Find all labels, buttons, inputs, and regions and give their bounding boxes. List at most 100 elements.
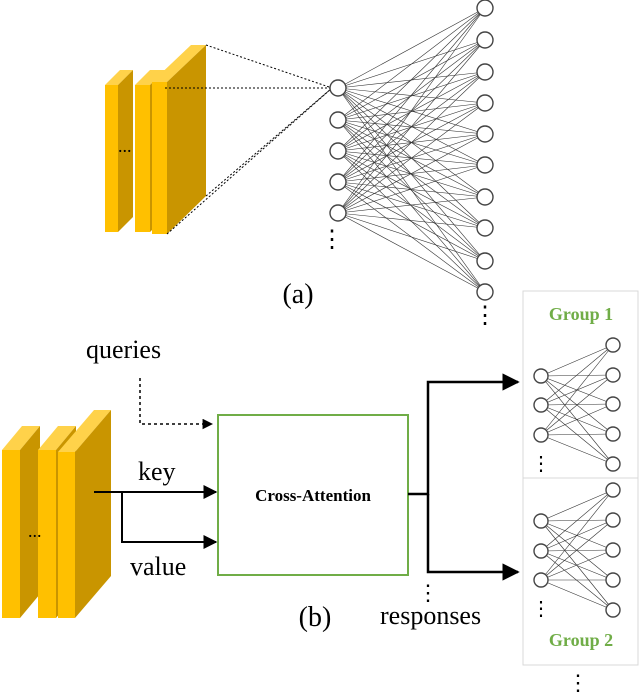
- fc-a-edge: [337, 7, 486, 152]
- group-2-left-node: [533, 543, 549, 559]
- group-2-title: Group 2: [549, 630, 613, 650]
- fc-a-edge: [337, 87, 486, 293]
- group-1-edge: [540, 433, 614, 436]
- group-1-right-node: [605, 337, 621, 353]
- group-1-left-node: [533, 368, 549, 384]
- fc-a-left-node: [329, 111, 347, 129]
- group-1-edge: [540, 403, 614, 406]
- group-1-edge: [540, 344, 614, 436]
- value-label: value: [130, 552, 186, 581]
- queries-arrow: [139, 378, 214, 430]
- group-2-edges: [540, 489, 614, 611]
- feature-map-stack-a: ...: [105, 45, 206, 234]
- group-1-edge: [540, 434, 614, 465]
- group-1-edges: [540, 344, 614, 465]
- panel-a: ... ⋮ ⋮ (a): [105, 0, 497, 329]
- group-2-left-node: [533, 513, 549, 529]
- fc-a-edge: [337, 164, 486, 214]
- group-2-box: [522, 477, 639, 666]
- fc-a-right-node: [476, 188, 494, 206]
- fc-a-right-node: [476, 31, 494, 49]
- fc-a-right-node: [476, 94, 494, 112]
- fc-a-edge: [337, 212, 486, 229]
- fc-a-edge: [337, 181, 486, 262]
- fc-a-edge: [337, 196, 486, 214]
- group-1-right-node: [605, 396, 621, 412]
- projection-lines-a: [165, 44, 333, 235]
- group-2-edge: [540, 579, 614, 611]
- group-1-title: Group 1: [549, 304, 613, 324]
- fc-a-edge: [337, 7, 486, 183]
- feature-map-b1: [2, 426, 40, 618]
- group-1-edge: [540, 403, 614, 436]
- fc-a-edge: [337, 71, 486, 183]
- right-layer-ellipsis-a: ⋮: [473, 303, 497, 329]
- feature-map-b3: [58, 410, 111, 618]
- group-1-ellipsis: ⋮: [531, 453, 551, 475]
- fc-a-edge: [337, 133, 486, 214]
- group-1-box: [522, 290, 639, 479]
- group-1-edge: [540, 344, 614, 377]
- fc-a-left-node: [329, 173, 347, 191]
- group-2-edge: [540, 519, 614, 581]
- fc-a-edge: [337, 71, 486, 152]
- group-2-edge: [540, 489, 614, 581]
- feature-map-a1: [105, 70, 133, 232]
- fc-a-edge: [337, 7, 486, 121]
- group-2-edge: [540, 519, 614, 552]
- group-2-edge: [540, 489, 614, 552]
- fc-a-edge: [337, 212, 486, 293]
- fc-a-edge: [337, 181, 486, 198]
- cross-attention-label: Cross-Attention: [255, 486, 371, 505]
- fc-a-edge: [337, 87, 486, 262]
- group-2-nodes: [533, 482, 621, 618]
- group-2-left-node: [533, 572, 549, 588]
- fc-a-edge: [337, 39, 486, 152]
- fc-a-left-node: [329, 204, 347, 222]
- group-2-right-node: [605, 602, 621, 618]
- fc-a-edge: [337, 212, 486, 262]
- fc-a-edge: [337, 102, 486, 214]
- fc-a-edge: [337, 39, 486, 121]
- caption-a: (a): [282, 279, 313, 310]
- fc-a-left-node: [329, 79, 347, 97]
- responses-ellipsis: ⋮: [417, 580, 439, 605]
- fc-nodes-a: [329, 0, 494, 301]
- cross-attention-module: [217, 414, 409, 576]
- fc-edges-a: [337, 7, 486, 293]
- fc-a-edge: [337, 39, 486, 214]
- fc-a-right-node: [476, 219, 494, 237]
- fc-a-right-node: [476, 63, 494, 81]
- group-1-right-node: [605, 456, 621, 472]
- group-2-edge: [540, 489, 614, 522]
- key-label: key: [138, 457, 176, 486]
- group-1-edge: [540, 344, 614, 406]
- group-2-right-node: [605, 572, 621, 588]
- response-arrows: [408, 373, 520, 581]
- fc-a-edge: [337, 7, 486, 214]
- left-layer-ellipsis-a: ⋮: [320, 227, 344, 253]
- group-2-ellipsis: ⋮: [531, 598, 551, 620]
- group-1-left-node: [533, 427, 549, 443]
- group-1-edge: [540, 374, 614, 436]
- feature-map-a3: [152, 45, 206, 234]
- group-1-right-node: [605, 426, 621, 442]
- feature-map-stack-b: ...: [2, 410, 111, 618]
- group-1-right-node: [605, 367, 621, 383]
- fc-a-right-node: [476, 156, 494, 174]
- fc-a-edge: [337, 71, 486, 214]
- panel-b: ... queries key value Cross-Attention ⋮ …: [2, 290, 639, 694]
- stack-ellipsis-b: ...: [28, 521, 42, 541]
- key-value-arrows: [94, 485, 218, 549]
- fc-a-right-node: [476, 283, 494, 301]
- group-1-left-node: [533, 397, 549, 413]
- group-1-edge: [540, 374, 614, 377]
- fc-a-edge: [337, 71, 486, 121]
- more-groups-ellipsis: ⋮: [567, 670, 589, 694]
- responses-label: responses: [380, 601, 481, 630]
- fc-a-edge: [337, 7, 486, 89]
- queries-label: queries: [86, 335, 161, 364]
- group-2-edge: [540, 550, 614, 581]
- group-1: Group 1 ⋮: [522, 290, 639, 479]
